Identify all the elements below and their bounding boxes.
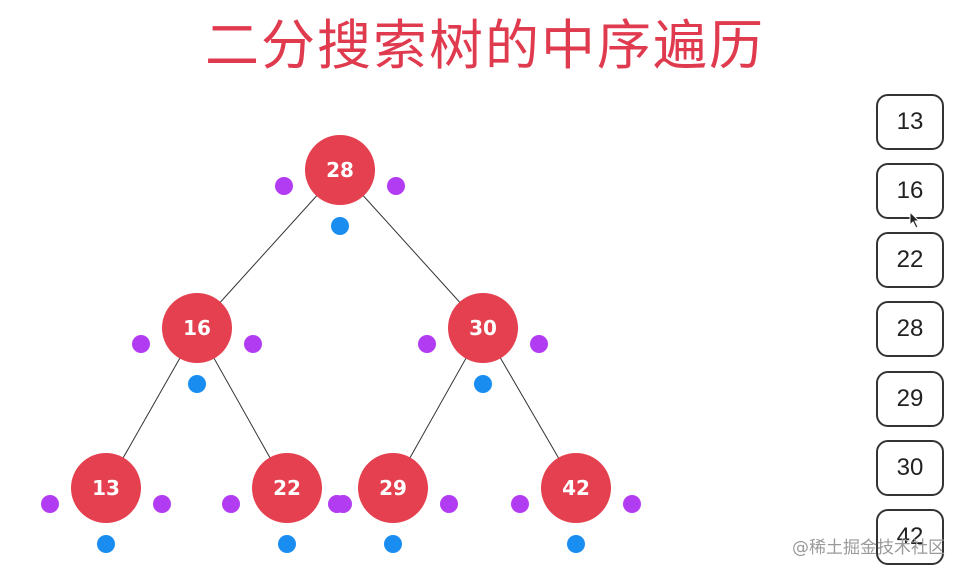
preorder-marker [418,335,436,353]
postorder-marker [623,495,641,513]
result-item: 13 [876,94,944,150]
inorder-marker [567,535,585,553]
tree-node: 42 [541,453,611,523]
tree-node-label: 30 [469,316,497,340]
postorder-marker [153,495,171,513]
tree-node: 13 [71,453,141,523]
mouse-cursor-icon [909,211,921,229]
tree-node-label: 13 [92,476,120,500]
postorder-marker [440,495,458,513]
inorder-marker [188,375,206,393]
inorder-marker [97,535,115,553]
tree-node-circle [162,293,232,363]
tree-node-label: 42 [562,476,590,500]
tree-node: 28 [305,135,375,205]
tree-node-circle [305,135,375,205]
tree-node-circle [252,453,322,523]
tree-edge [339,169,484,329]
preorder-marker [41,495,59,513]
tree-node-circle [71,453,141,523]
tree-node: 16 [162,293,232,363]
result-item: 30 [876,440,944,496]
preorder-marker [328,495,346,513]
result-item: 29 [876,371,944,427]
traversal-markers [41,177,641,553]
postorder-marker [387,177,405,195]
tree-nodes: 28 16 30 13 22 29 42 [71,135,611,523]
watermark: @稀土掘金技术社区 [792,538,945,558]
inorder-marker [384,535,402,553]
tree-node-label: 28 [326,158,354,182]
tree-node-circle [448,293,518,363]
page-title: 二分搜索树的中序遍历 [205,14,765,77]
result-item: 42 [876,509,944,565]
postorder-marker [244,335,262,353]
tree-edge [196,169,341,329]
inorder-marker [331,217,349,235]
preorder-marker [222,495,240,513]
tree-node-circle [358,453,428,523]
result-item: 22 [876,232,944,288]
preorder-marker [511,495,529,513]
inorder-marker [474,375,492,393]
result-item: 28 [876,301,944,357]
preorder-marker [132,335,150,353]
tree-node: 29 [358,453,428,523]
tree-node-label: 22 [273,476,301,500]
tree-node-label: 16 [183,316,211,340]
inorder-marker [278,535,296,553]
preorder-marker [275,177,293,195]
tree-node-label: 29 [379,476,407,500]
result-item: 16 [876,163,944,219]
postorder-marker [530,335,548,353]
tree-node-circle [541,453,611,523]
tree-node: 22 [252,453,322,523]
tree-node: 30 [448,293,518,363]
